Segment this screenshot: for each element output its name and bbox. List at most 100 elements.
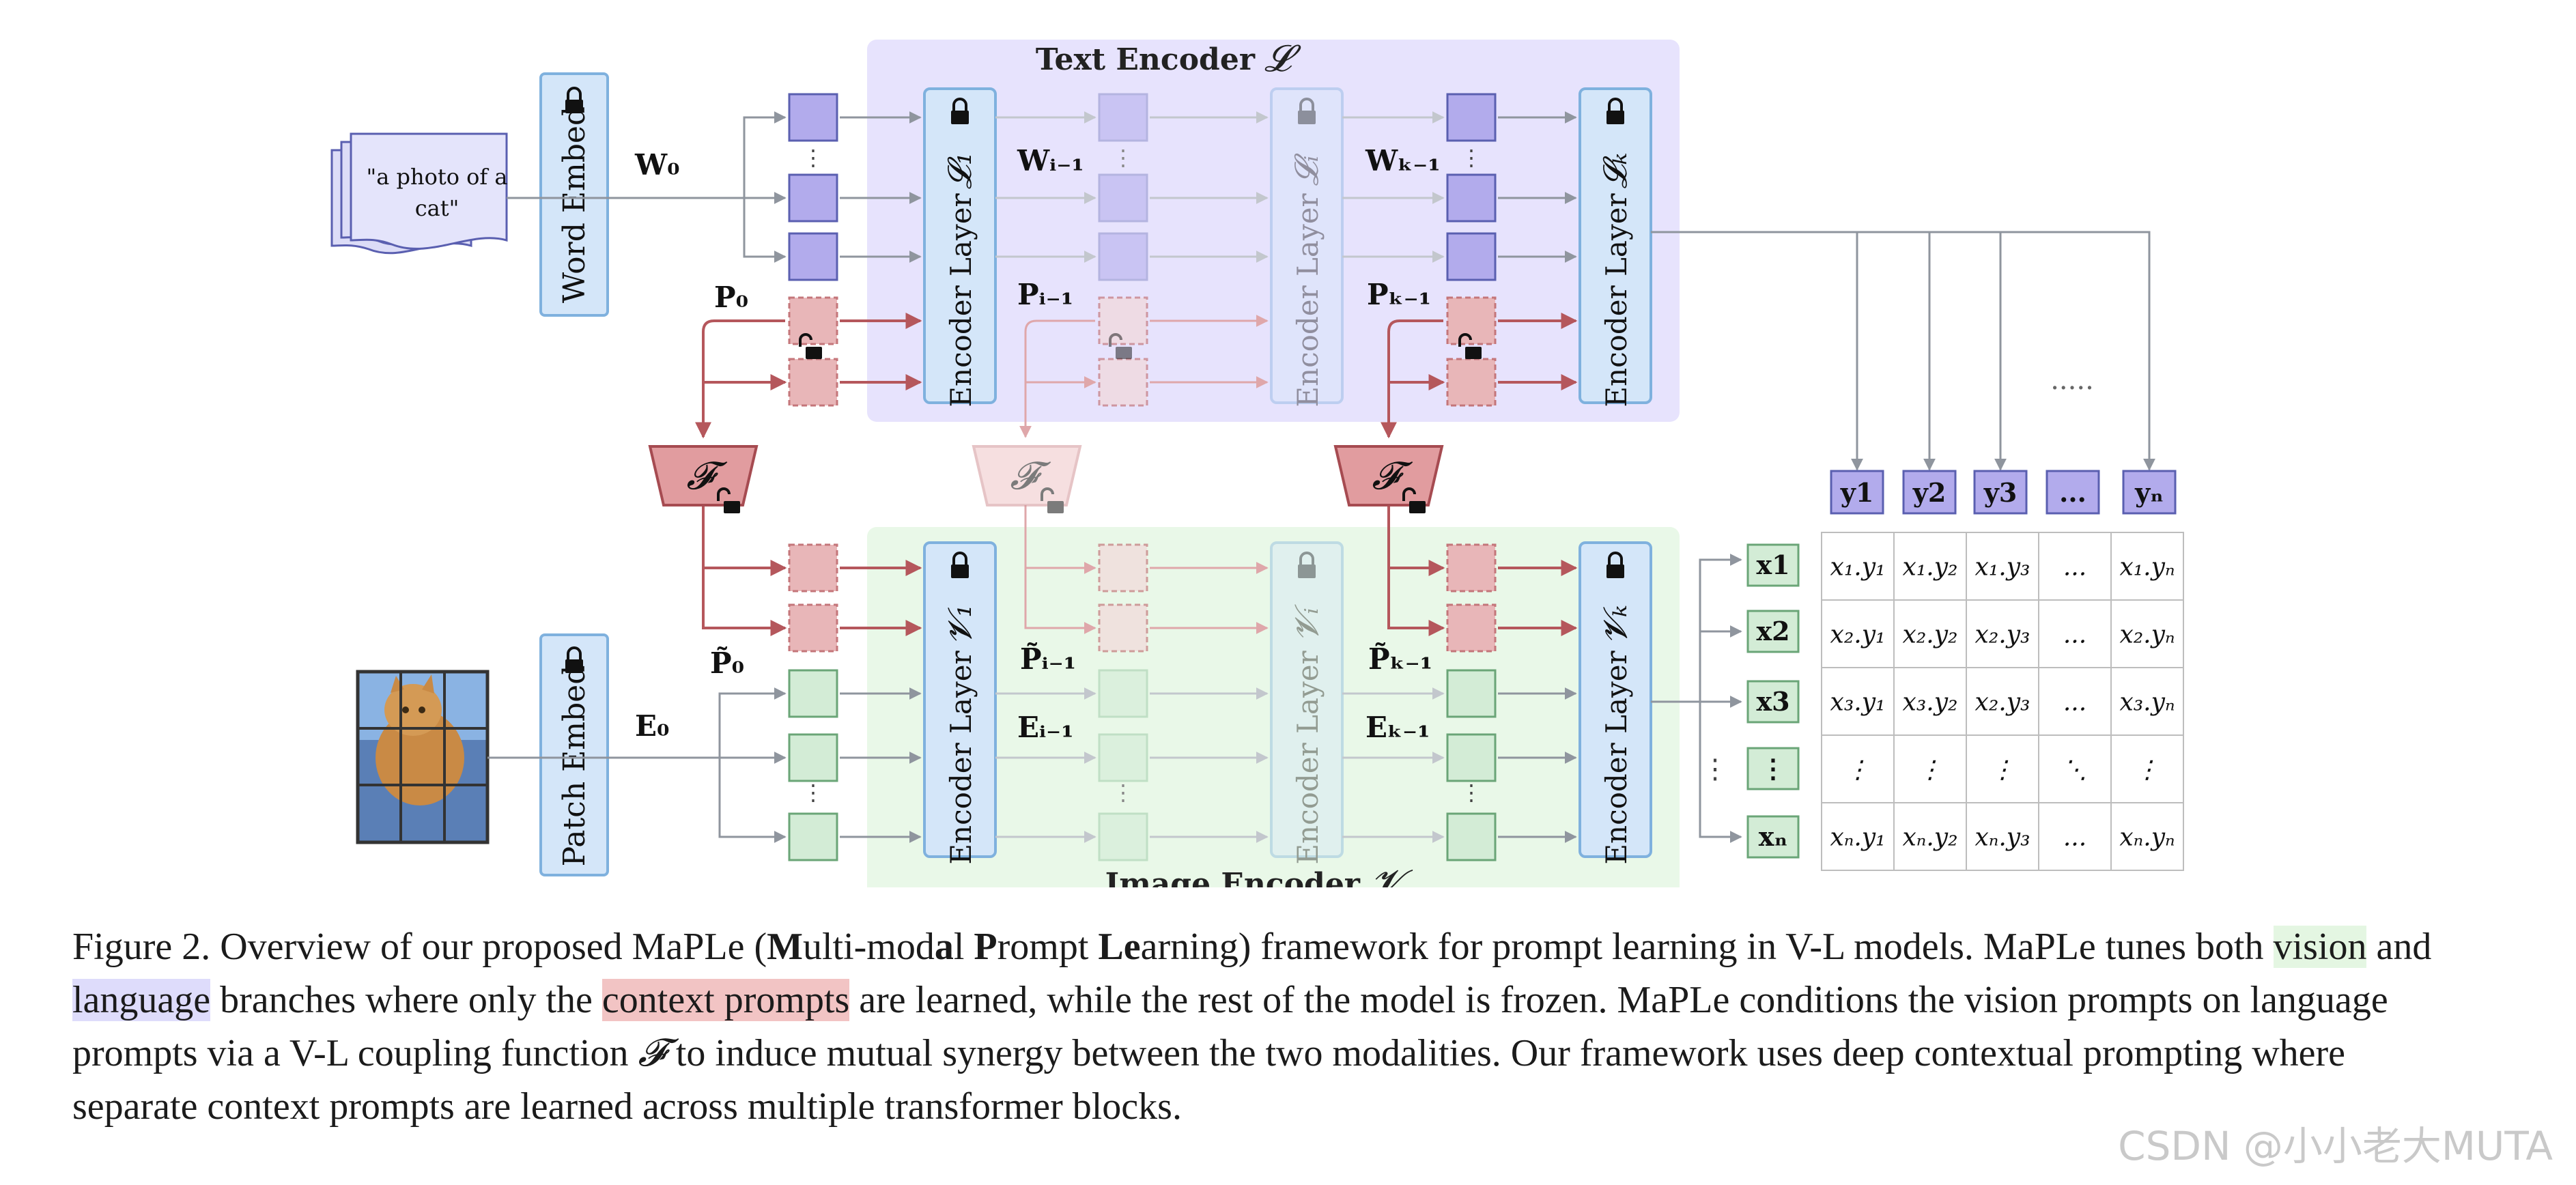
image-layer-i-symbol: 𝓥ᵢ — [1288, 604, 1326, 642]
x-feature-label: x1 — [1756, 549, 1789, 580]
matrix-cell-value: x₁.y₂ — [1903, 554, 1958, 582]
matrix-cell — [1893, 734, 1967, 803]
matrix-cell-value: xₙ.yₙ — [2119, 824, 2175, 852]
token-ellipsis: ⋮ — [802, 780, 824, 805]
matrix-cell-value: x₂.yₙ — [2119, 621, 2175, 649]
y-feature-label: yₙ — [2134, 477, 2164, 508]
patch-embed-box: Patch Embed — [539, 633, 609, 876]
lock-icon — [565, 646, 583, 673]
image-encoder-layer-i: Encoder Layer 𝓥ᵢ — [1270, 541, 1344, 865]
image-branch-arrows — [487, 554, 1742, 843]
matrix-cell-value: xₙ.y₁ — [1830, 824, 1885, 852]
image-layer-i-label: Encoder Layer — [1291, 650, 1325, 864]
lock-icon — [565, 87, 583, 113]
label-pi: Pᵢ₋₁ — [1017, 278, 1073, 311]
matrix-cell-value: ⋮ — [1918, 756, 1942, 784]
unlock-icon — [1041, 487, 1064, 513]
x-feature-box: xₙ — [1746, 815, 1800, 859]
caption-text: l — [953, 926, 974, 968]
image-layer-1-label: Encoder Layer — [944, 650, 978, 864]
label-ptk: P̃ₖ₋₁ — [1368, 642, 1432, 676]
lock-icon — [1607, 98, 1624, 124]
matrix-cell-value: x₂.y₃ — [1975, 621, 2030, 649]
x-feature-label: xₙ — [1759, 821, 1787, 852]
unlock-icon — [1458, 333, 1482, 359]
word-embed-box: Word Embed — [539, 72, 609, 317]
matrix-cell — [1893, 667, 1967, 736]
image-encoder-title: Image Encoder — [1105, 867, 1361, 887]
caption-highlight-language: language — [72, 979, 211, 1021]
matrix-cell-value: x₂.y₃ — [1975, 689, 2030, 717]
caption-highlight-context-prompts: context prompts — [601, 979, 850, 1021]
matrix-cell-value: x₂.y₁ — [1830, 621, 1886, 649]
matrix-cell-value: x₃.y₂ — [1903, 689, 1958, 717]
coupling-arrows-faded — [1019, 315, 1269, 634]
lock-icon — [951, 98, 969, 124]
word-embed-label: Word Embed — [557, 106, 592, 303]
figure-caption: Figure 2. Overview of our proposed MaPLe… — [72, 920, 2462, 1133]
matrix-cell-value: ⋱ — [2063, 756, 2087, 784]
matrix-cell-value: x₂.y₂ — [1903, 621, 1958, 649]
caption-bold-p: P — [974, 926, 997, 968]
text-encoder-layer-k: Encoder Layer 𝓛ₖ — [1579, 87, 1652, 408]
horizontal-ellipsis: ..... — [2050, 365, 2094, 396]
y-feature-box: y3 — [1973, 470, 2028, 515]
x-feature-box: x3 — [1746, 680, 1800, 724]
token-ellipsis: ⋮ — [1460, 780, 1482, 805]
matrix-cell — [1821, 667, 1895, 736]
caption-bold-le: Le — [1098, 926, 1141, 968]
x-feature-box: x2 — [1746, 610, 1800, 653]
maple-architecture-diagram: Text Encoder 𝓛 Image Encoder 𝓥 "a photo … — [330, 37, 2184, 887]
caption-text: arning) framework for prompt learning in… — [1140, 926, 2274, 968]
unlock-icon — [1109, 333, 1132, 359]
image-layer-k-label: Encoder Layer — [1600, 650, 1633, 864]
label-pk: Pₖ₋₁ — [1367, 278, 1431, 311]
matrix-cell — [1966, 599, 2039, 668]
image-prompt-tokens — [788, 543, 1497, 653]
label-pt0: P̃₀ — [710, 646, 744, 680]
text-layer-k-label: Encoder Layer — [1600, 192, 1633, 407]
label-w0: W₀ — [634, 148, 680, 182]
y-feature-box: yₙ — [2122, 470, 2177, 515]
matrix-cell — [2038, 532, 2112, 601]
token-ellipsis: ⋮ — [1112, 145, 1134, 171]
matrix-cell — [2038, 734, 2112, 803]
label-e0: E₀ — [635, 709, 669, 743]
token-ellipsis: ⋮ — [1460, 145, 1482, 171]
matrix-cell — [1893, 802, 1967, 871]
matrix-cell — [2110, 532, 2184, 601]
matrix-cell-value: x₃.y₁ — [1830, 689, 1886, 717]
text-tokens-i — [1098, 93, 1148, 281]
x-feature-box: x1 — [1746, 543, 1800, 587]
caption-highlight-vision: vision — [2273, 926, 2367, 968]
label-p0: P₀ — [714, 281, 748, 314]
matrix-cell — [1893, 532, 1967, 601]
y-feature-label: ... — [2059, 477, 2086, 508]
token-ellipsis: ⋮ — [1112, 780, 1134, 805]
coupling-function-fi: 𝓕 — [972, 445, 1082, 513]
y-feature-box: y2 — [1902, 470, 1957, 515]
label-ei: Eᵢ₋₁ — [1017, 711, 1074, 744]
x-feature-box: ⋮ — [1746, 747, 1800, 790]
coupling-arrows — [695, 313, 1578, 636]
unlock-icon — [799, 333, 822, 359]
matrix-cell — [2110, 667, 2184, 736]
matrix-cell-value: ... — [2063, 621, 2086, 649]
caption-coupling-symbol: 𝓕 — [638, 1032, 666, 1074]
image-feature-column: x1 x2 x3 ⋮ xₙ — [1746, 543, 1800, 859]
coupling-function-f0: 𝓕 — [648, 445, 759, 513]
matrix-cell — [2110, 734, 2184, 803]
x-feature-label: x3 — [1756, 686, 1789, 717]
x-vertical-ellipsis: ⋮ — [1701, 754, 1729, 785]
coupling-function-fk: 𝓕 — [1333, 445, 1444, 513]
text-encoder-title: Text Encoder — [1036, 42, 1256, 77]
lock-icon — [1298, 552, 1316, 578]
image-encoder-layer-1: Encoder Layer 𝓥₁ — [923, 541, 997, 865]
caption-text: Figure 2. Overview of our proposed MaPLe… — [72, 926, 767, 968]
x-feature-label: x2 — [1756, 616, 1789, 646]
matrix-cell-value: ⋮ — [2135, 756, 2160, 784]
text-layer-k-symbol: 𝓛ₖ — [1596, 153, 1634, 188]
cat-image — [356, 670, 490, 844]
image-layer-1-symbol: 𝓥₁ — [941, 604, 979, 644]
